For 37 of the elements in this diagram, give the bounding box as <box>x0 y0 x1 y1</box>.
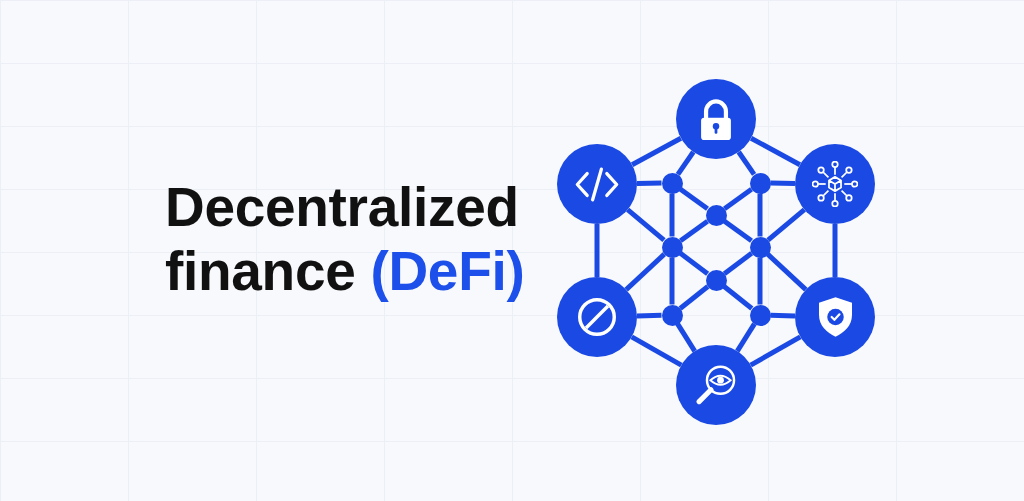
connector-line <box>770 312 796 319</box>
connector-line <box>722 284 754 311</box>
connector-line <box>766 207 806 243</box>
junction-dot <box>749 172 771 194</box>
connector-line <box>675 150 696 176</box>
connector-line <box>679 219 709 243</box>
connector-line <box>669 193 675 237</box>
connector-line <box>735 322 757 353</box>
connector-line <box>636 312 662 319</box>
connector-line <box>630 334 683 368</box>
junction-dot <box>661 304 683 326</box>
connector-line <box>630 136 683 167</box>
junction-dot <box>661 172 683 194</box>
title: Decentralized finance (DeFi) <box>165 175 526 303</box>
connector-line <box>757 193 763 237</box>
connector-line <box>678 284 710 311</box>
connector-line <box>757 257 763 305</box>
connector-line <box>749 136 802 167</box>
connector-line <box>766 252 808 292</box>
connector-line <box>723 219 753 243</box>
connector-line <box>636 180 662 186</box>
connector-line <box>736 150 757 176</box>
connector-line <box>770 180 796 186</box>
junction-dot <box>749 304 771 326</box>
connector-line <box>626 207 666 243</box>
connector-line <box>832 224 838 277</box>
network-node <box>676 79 756 159</box>
connector-line <box>723 187 753 211</box>
connector-line <box>669 257 675 305</box>
connector-line <box>678 251 710 276</box>
connector-line <box>675 322 697 353</box>
connector-line <box>749 334 802 368</box>
connector-line <box>722 251 754 276</box>
network-node <box>676 345 756 425</box>
connector-line <box>594 224 600 277</box>
connector-line <box>679 187 709 211</box>
connector-line <box>624 252 666 292</box>
